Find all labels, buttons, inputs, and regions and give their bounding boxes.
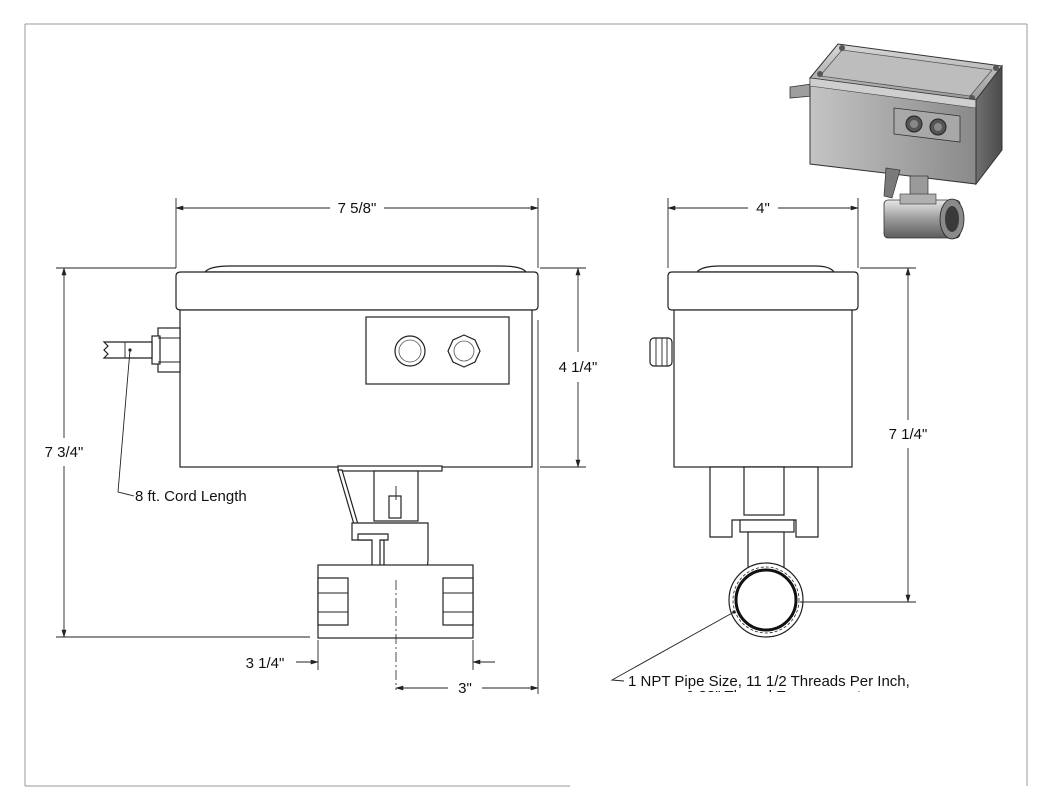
dim-valve-length: 3 1/4" <box>246 655 285 672</box>
dim-box-height: 4 1/4" <box>559 359 598 376</box>
switch-panel <box>365 316 510 385</box>
side-lid-top <box>695 265 836 273</box>
side-view <box>649 265 859 638</box>
note-cord-length: 8 ft. Cord Length <box>135 488 247 505</box>
cord-gland <box>157 327 181 373</box>
iso-side-face <box>975 64 1003 186</box>
dim-overall-width: 7 5/8" <box>338 200 377 217</box>
dim-centerline-offset: 3" <box>458 680 472 697</box>
dim-overall-height: 7 3/4" <box>45 444 84 461</box>
side-body <box>673 309 853 468</box>
note-pipe-size: 1 NPT Pipe Size, 11 1/2 Threads Per Inch… <box>628 673 910 690</box>
dim-side-height: 7 1/4" <box>889 426 928 443</box>
switch-left-icon <box>394 335 426 367</box>
dimensions: 7 5/8" 4" 4 1/4" 7 3/4" 7 1/4" 3 1/4" <box>45 198 928 697</box>
dim-depth: 4" <box>756 200 770 217</box>
side-stem <box>743 466 785 516</box>
power-cord <box>102 341 153 359</box>
front-view <box>102 265 539 690</box>
front-lid <box>175 271 539 311</box>
sheet-border <box>24 23 1028 787</box>
notes: 8 ft. Cord Length 1 NPT Pipe Size, 11 1/… <box>117 348 1020 712</box>
side-gland <box>649 337 673 367</box>
switch-right-icon <box>447 334 481 368</box>
side-lid <box>667 271 859 311</box>
front-lid-top <box>203 265 528 273</box>
note-mask <box>600 692 1020 712</box>
isometric-view <box>789 43 1003 240</box>
